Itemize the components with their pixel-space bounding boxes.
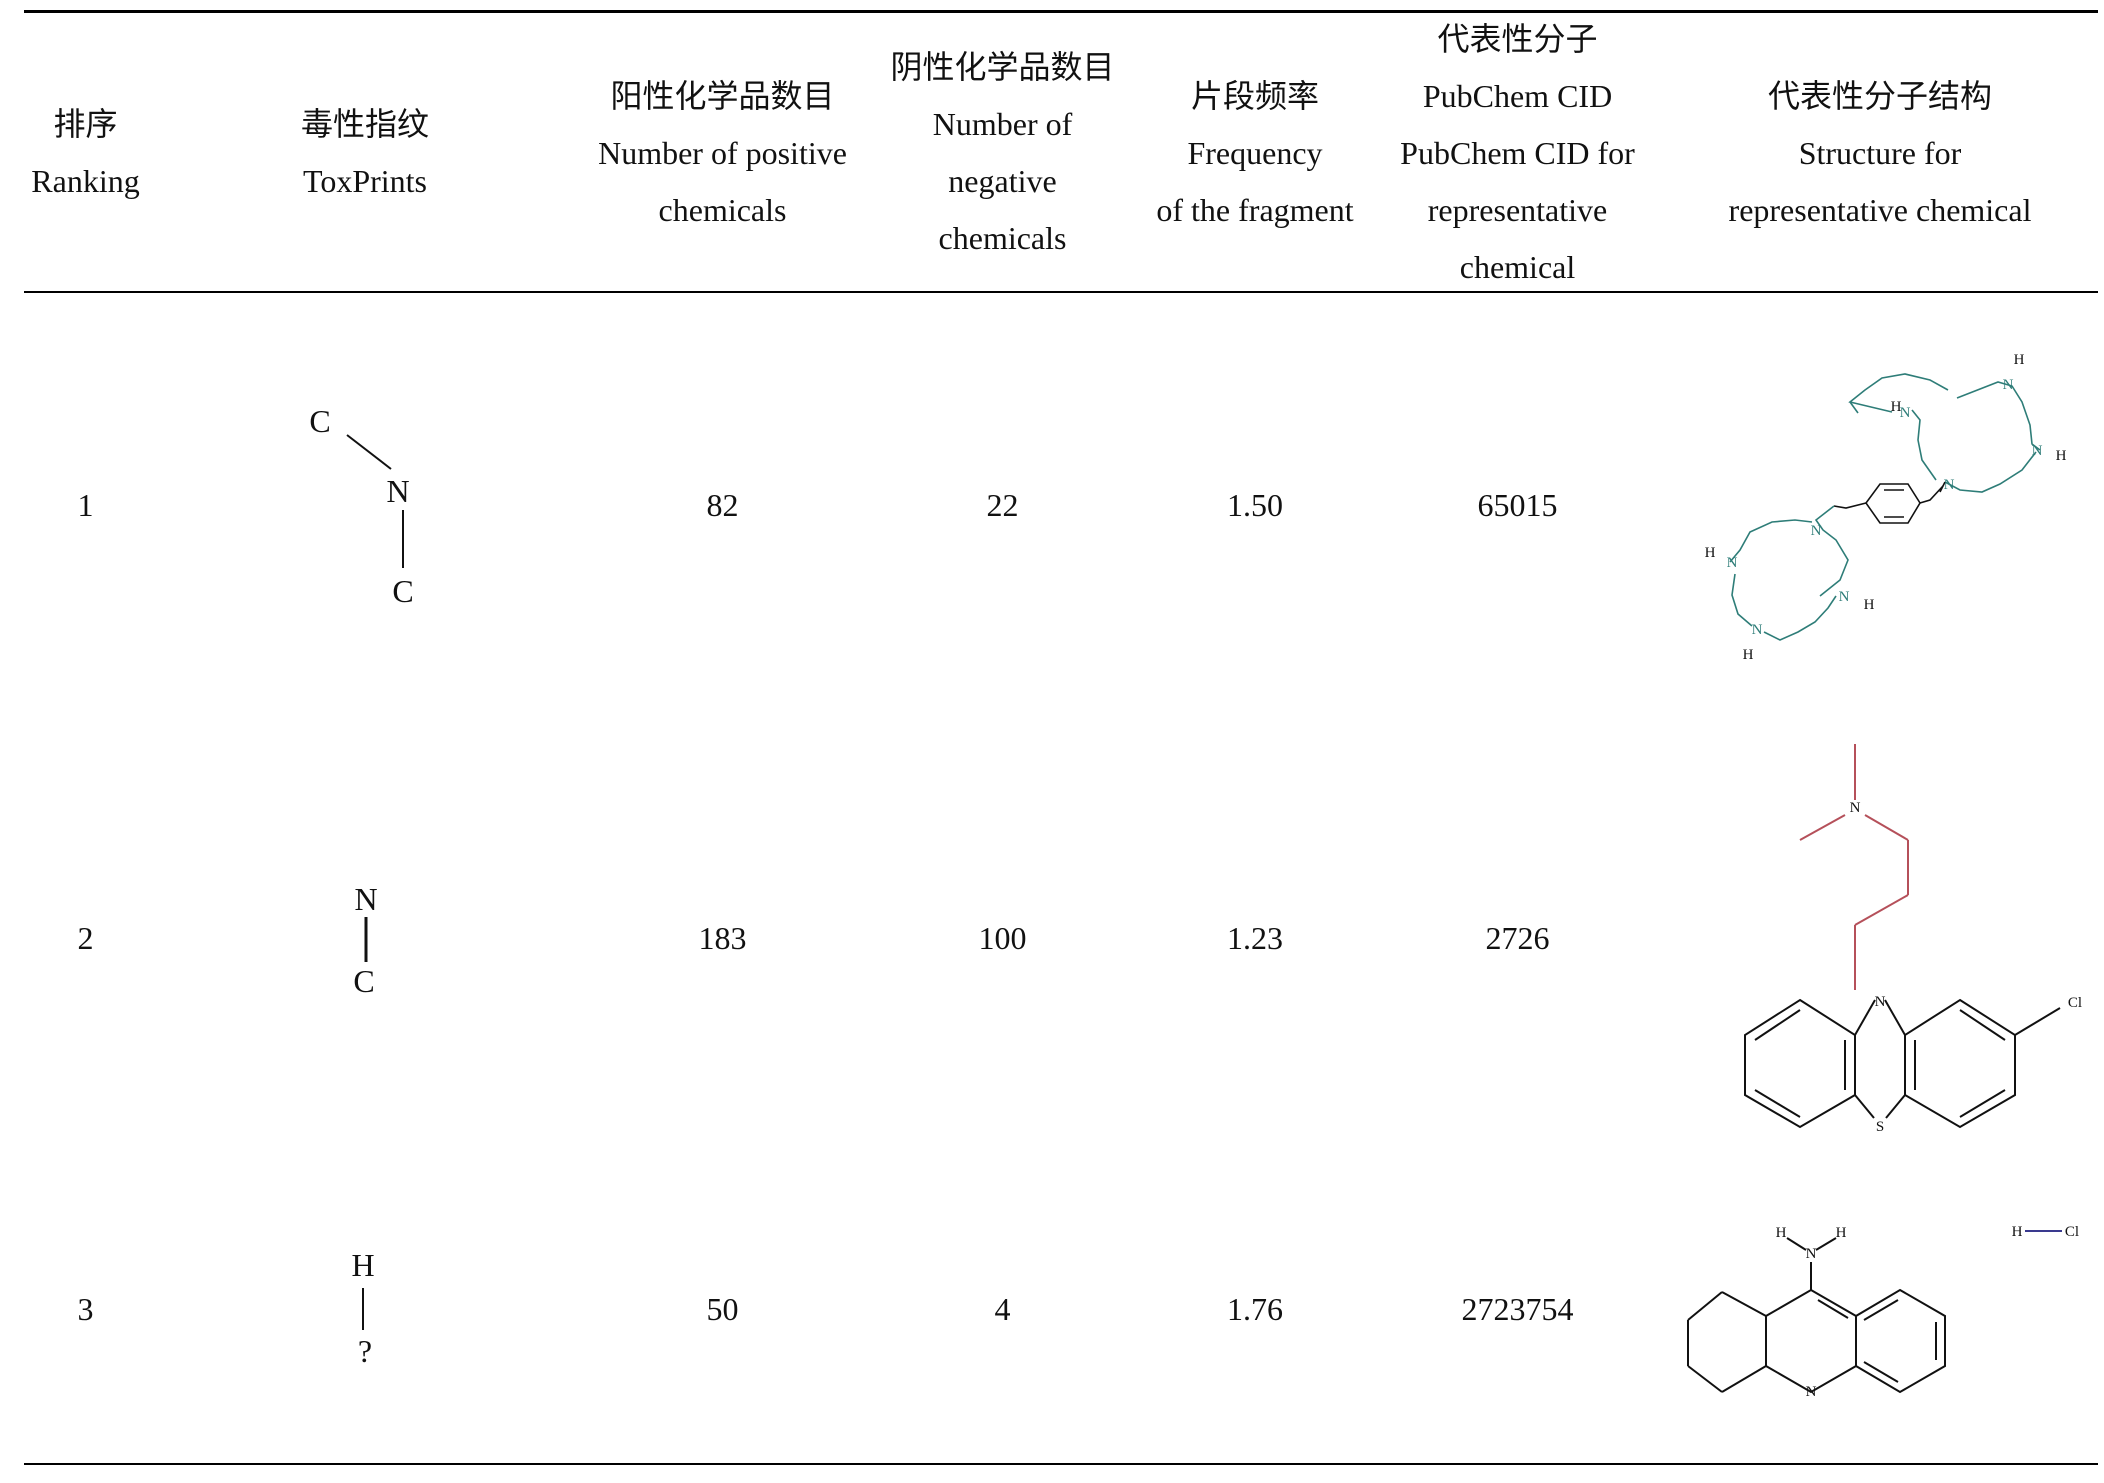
structure1-atom-h2: H [1891, 399, 1902, 415]
table-bottom-rule [24, 1463, 2098, 1465]
row1-positive: 82 [706, 486, 739, 523]
structure1-atom-h6: H [1743, 647, 1754, 663]
fragment3-atom-wildcard: ? [358, 1333, 372, 1369]
structure2-side-chain [1799, 744, 1909, 990]
table-header-rule [24, 291, 2098, 293]
structure1-atom-n2: N [1900, 405, 1911, 421]
row1-structure: H N N H N H N N H N H N H N [1705, 352, 2067, 663]
row3-cid: 2723754 [1461, 1290, 1574, 1327]
fragment1-atom-c2: C [392, 573, 413, 609]
structure3-atom-h1: H [1776, 1225, 1787, 1241]
row2-fragment: N C [353, 881, 377, 999]
structure3-atom-labels: H N H H Cl N [1776, 1224, 2080, 1400]
structure2-atom-n-amine: N [1850, 800, 1861, 816]
row3-structure: H N H H Cl N [1687, 1224, 2080, 1400]
structure2-atom-n-ring: N [1875, 994, 1886, 1010]
structure1-atom-n7: N [1839, 589, 1850, 605]
structure2-atom-cl: Cl [2068, 995, 2082, 1011]
row3-ranking: 3 [77, 1290, 94, 1327]
row3-positive: 50 [706, 1290, 739, 1327]
structure1-atom-n3: N [2032, 443, 2043, 459]
structure1-atom-n8: N [1752, 622, 1763, 638]
structure1-upper-ch2 [1919, 485, 1944, 504]
structure3-atom-n-amine: N [1806, 1246, 1817, 1262]
structure3-atom-h-hcl: H [2012, 1224, 2023, 1240]
row1-ranking: 1 [77, 486, 94, 523]
structure3-atom-n-ring: N [1806, 1384, 1817, 1400]
row2-positive: 183 [698, 919, 747, 956]
row2-frequency: 1.23 [1227, 919, 1283, 956]
row1-frequency: 1.50 [1227, 486, 1283, 523]
structure1-atom-h4: H [1705, 545, 1716, 561]
fragment1-atom-n: N [386, 473, 409, 509]
structure1-atom-h5: H [1864, 597, 1875, 613]
structure1-atom-labels: H N N H N H N N H N H N H N [1705, 352, 2067, 663]
structure1-atom-n5: N [1811, 523, 1822, 539]
structure2-atom-s: S [1876, 1119, 1884, 1135]
structure3-rings [1687, 1237, 1946, 1394]
structure2-atom-labels: N N Cl S [1850, 800, 2083, 1135]
row2-structure: N N Cl S [1744, 744, 2083, 1135]
row3-negative: 4 [994, 1290, 1011, 1327]
fragment2-atom-n: N [354, 881, 377, 917]
row3-frequency: 1.76 [1227, 1290, 1283, 1327]
structure2-rings [1744, 998, 2061, 1129]
row1-cid: 65015 [1477, 486, 1558, 523]
row1-negative: 22 [986, 486, 1019, 523]
structure1-lower-ring [1729, 505, 1849, 641]
row3-fragment: H ? [351, 1247, 374, 1369]
row1-fragment: C N C [309, 403, 413, 609]
fragment2-atom-c: C [353, 963, 374, 999]
structure1-atom-h1: H [2014, 352, 2025, 368]
fragment3-atom-h: H [351, 1247, 374, 1283]
structure1-atom-n1: N [2003, 377, 2014, 393]
structure1-atom-n4: N [1944, 477, 1955, 493]
row2-cid: 2726 [1485, 919, 1550, 956]
structure3-atom-cl: Cl [2065, 1224, 2079, 1240]
structure1-benzene [1833, 483, 1921, 524]
structure3-atom-h2: H [1836, 1225, 1847, 1241]
table-top-rule [24, 10, 2098, 13]
fragment1-bond1 [346, 434, 392, 470]
structure1-atom-n6: N [1727, 555, 1738, 571]
fragment1-atom-c1: C [309, 403, 330, 439]
row2-ranking: 2 [77, 919, 94, 956]
row2-negative: 100 [978, 919, 1027, 956]
structure1-atom-h3: H [2056, 448, 2067, 464]
structure1-upper-ring [1848, 373, 2041, 493]
